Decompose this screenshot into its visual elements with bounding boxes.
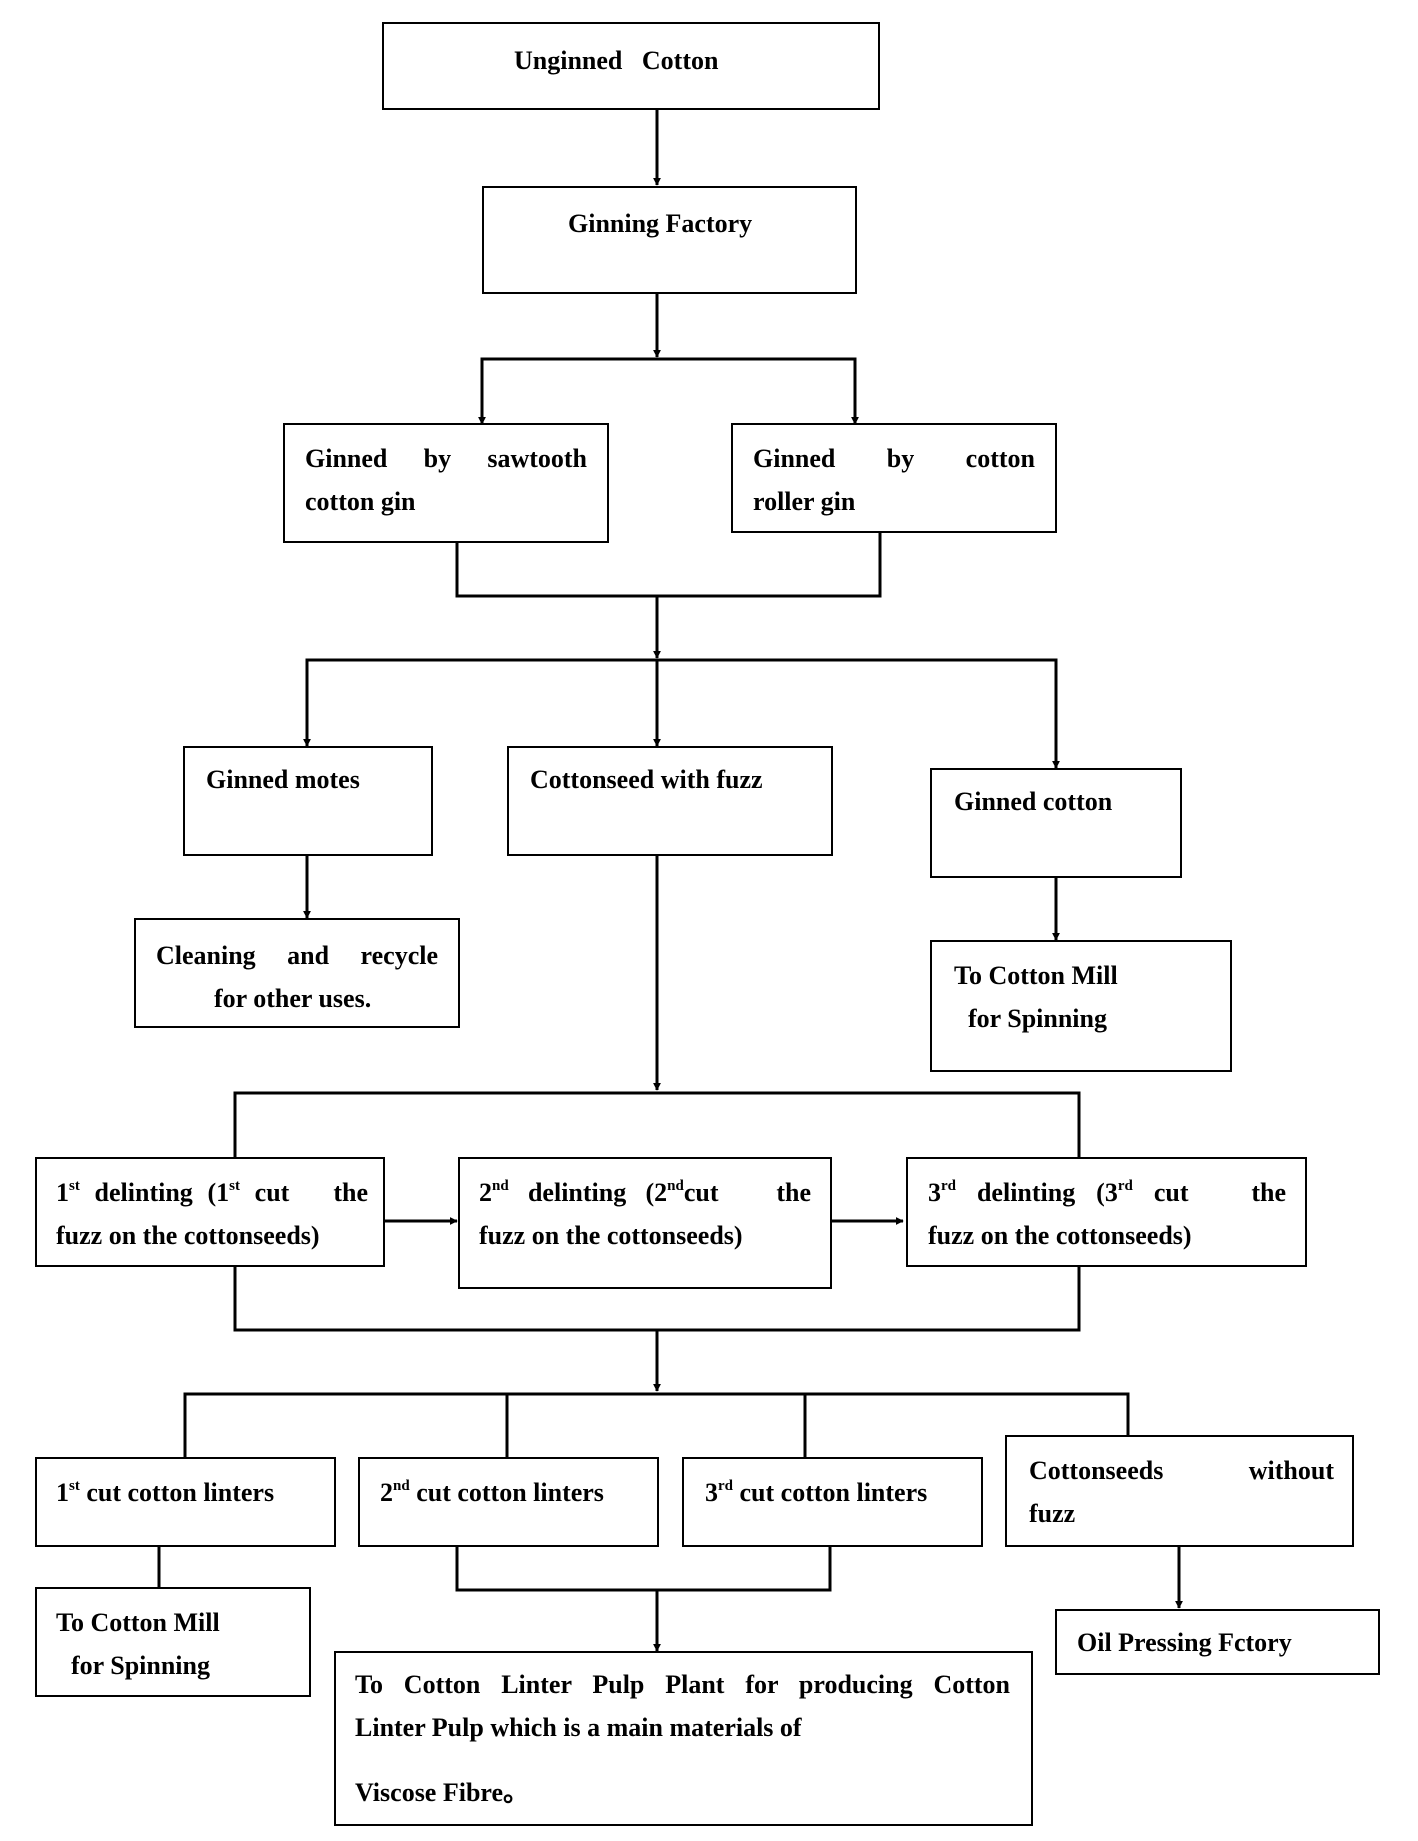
cut-linters-1-num: 1 (56, 1478, 69, 1507)
cut-linters-1-sup: st (69, 1478, 80, 1494)
ginned-motes-box: Ginned motes (183, 746, 433, 856)
ginning-factory-box: Ginning Factory (482, 186, 857, 294)
sawtooth-gin-line2: cotton gin (305, 487, 416, 516)
delinting-2-end: cut the (683, 1178, 811, 1207)
ginning-factory-label: Ginning Factory (568, 209, 753, 238)
cut-linters-3-rest: cut cotton linters (739, 1478, 928, 1507)
delinting-2-sup2: nd (667, 1178, 684, 1194)
cut-linters-2-num: 2 (380, 1478, 393, 1507)
cotton-mill-top-box: To Cotton Mill for Spinning (930, 940, 1232, 1072)
roller-gin-box: Ginned by cotton roller gin (731, 423, 1057, 533)
cut-linters-1-rest: cut cotton linters (86, 1478, 275, 1507)
delinting-1-sup2: st (229, 1178, 240, 1194)
delinting-1-mid: delinting (1 (94, 1178, 230, 1207)
cut-linters-2-box: 2nd cut cotton linters (358, 1457, 659, 1547)
cotton-mill-bottom-line1: To Cotton Mill (56, 1608, 220, 1637)
cut-linters-3-sup: rd (718, 1478, 733, 1494)
cottonseeds-without-fuzz-line2: fuzz (1029, 1499, 1076, 1528)
ginned-motes-label: Ginned motes (206, 765, 360, 794)
cotton-mill-bottom-box: To Cotton Mill for Spinning (35, 1587, 311, 1697)
cut-linters-3-num: 3 (705, 1478, 718, 1507)
delinting-3-line1: 3rd delinting (3rd cut the (928, 1171, 1286, 1214)
cut-linters-3-box: 3rd cut cotton linters (682, 1457, 983, 1547)
delinting-3-num: 3 (928, 1178, 941, 1207)
cottonseeds-without-fuzz-box: Cottonseeds without fuzz (1005, 1435, 1354, 1547)
delinting-1-line2: fuzz on the cottonseeds) (56, 1221, 320, 1250)
cut-linters-1-label: 1st cut cotton linters (56, 1471, 274, 1514)
cut-linters-3-label: 3rd cut cotton linters (705, 1471, 927, 1514)
delinting-1-num: 1 (56, 1178, 69, 1207)
delinting-2-line1: 2nd delinting (2ndcut the (479, 1171, 811, 1214)
linter-pulp-plant-box: To Cotton Linter Pulp Plant for producin… (334, 1651, 1033, 1826)
cut-linters-2-label: 2nd cut cotton linters (380, 1471, 604, 1514)
unginned-cotton-box: Unginned Cotton (382, 22, 880, 110)
cleaning-recycle-line2: for other uses. (214, 984, 372, 1013)
roller-gin-line2: roller gin (753, 487, 856, 516)
delinting-2-sup: nd (492, 1178, 509, 1194)
cut-linters-1-box: 1st cut cotton linters (35, 1457, 336, 1547)
delinting-3-mid: delinting (3 (976, 1178, 1118, 1207)
cut-linters-2-rest: cut cotton linters (416, 1478, 604, 1507)
cotton-mill-top-line1: To Cotton Mill (954, 961, 1118, 990)
linter-pulp-plant-line1: To Cotton Linter Pulp Plant for producin… (355, 1670, 1010, 1699)
cottonseeds-without-fuzz-line1: Cottonseeds without (1029, 1456, 1334, 1485)
delinting-3-sup: rd (941, 1178, 956, 1194)
oil-pressing-label: Oil Pressing Fctory (1077, 1628, 1292, 1657)
delinting-3-end: cut the (1153, 1178, 1287, 1207)
cut-linters-2-sup: nd (393, 1478, 410, 1494)
roller-gin-line1: Ginned by cotton (753, 444, 1035, 473)
cottonseed-with-fuzz-box: Cottonseed with fuzz (507, 746, 833, 856)
cleaning-recycle-box: Cleaning and recycle for other uses. (134, 918, 460, 1028)
sawtooth-gin-box: Ginned by sawtooth cotton gin (283, 423, 609, 543)
cottonseed-with-fuzz-label: Cottonseed with fuzz (530, 765, 763, 794)
delinting-1-box: 1st delinting (1st cut the fuzz on the c… (35, 1157, 385, 1267)
delinting-3-sup2: rd (1117, 1178, 1133, 1194)
cotton-mill-bottom-line2: for Spinning (71, 1651, 210, 1680)
delinting-3-line2: fuzz on the cottonseeds) (928, 1221, 1192, 1250)
delinting-3-box: 3rd delinting (3rd cut the fuzz on the c… (906, 1157, 1307, 1267)
linter-pulp-plant-line2: Linter Pulp which is a main materials of (355, 1713, 802, 1742)
ginned-cotton-box: Ginned cotton (930, 768, 1182, 878)
delinting-2-num: 2 (479, 1178, 492, 1207)
delinting-2-box: 2nd delinting (2ndcut the fuzz on the co… (458, 1157, 832, 1289)
ginned-cotton-label: Ginned cotton (954, 787, 1113, 816)
unginned-cotton-label: Unginned Cotton (514, 46, 719, 75)
linter-pulp-plant-line3: Viscose Fibre。 (355, 1778, 530, 1807)
delinting-1-sup: st (69, 1178, 80, 1194)
cleaning-recycle-line1: Cleaning and recycle (156, 941, 438, 970)
sawtooth-gin-line1: Ginned by sawtooth (305, 444, 587, 473)
oil-pressing-box: Oil Pressing Fctory (1055, 1609, 1380, 1675)
cotton-mill-top-line2: for Spinning (968, 1004, 1107, 1033)
delinting-1-end: cut the (254, 1178, 369, 1207)
delinting-1-line1: 1st delinting (1st cut the (56, 1171, 368, 1214)
delinting-2-line2: fuzz on the cottonseeds) (479, 1221, 743, 1250)
delinting-2-mid: delinting (2 (527, 1178, 668, 1207)
